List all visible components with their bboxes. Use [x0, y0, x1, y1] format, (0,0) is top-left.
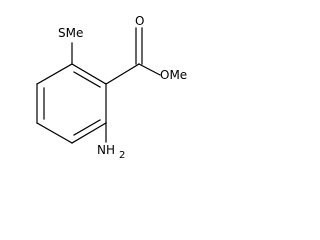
bond-carbonyl-to-ester-oxygen	[138, 63, 161, 76]
ring-bond-top-right	[71, 63, 107, 85]
methylthio-label: SMe	[58, 26, 83, 40]
benzene-ring	[36, 63, 107, 144]
molecule-structure: SMe O OMe NH 2	[36, 14, 187, 161]
ring-double-bond-bottom-right-inner	[73, 119, 101, 136]
ester-methoxy-label: OMe	[160, 68, 187, 82]
amino-label: NH	[97, 143, 115, 157]
ring-bond-bottom-left	[36, 122, 73, 144]
carbonyl-oxygen-label: O	[135, 14, 144, 28]
ring-bond-bottom-right	[71, 122, 107, 144]
amino-subscript: 2	[119, 150, 125, 161]
ring-bond-top-left	[36, 63, 73, 85]
ring-double-bond-top-right-inner	[73, 71, 101, 88]
bond-ring-to-carbonyl-carbon	[105, 63, 140, 85]
